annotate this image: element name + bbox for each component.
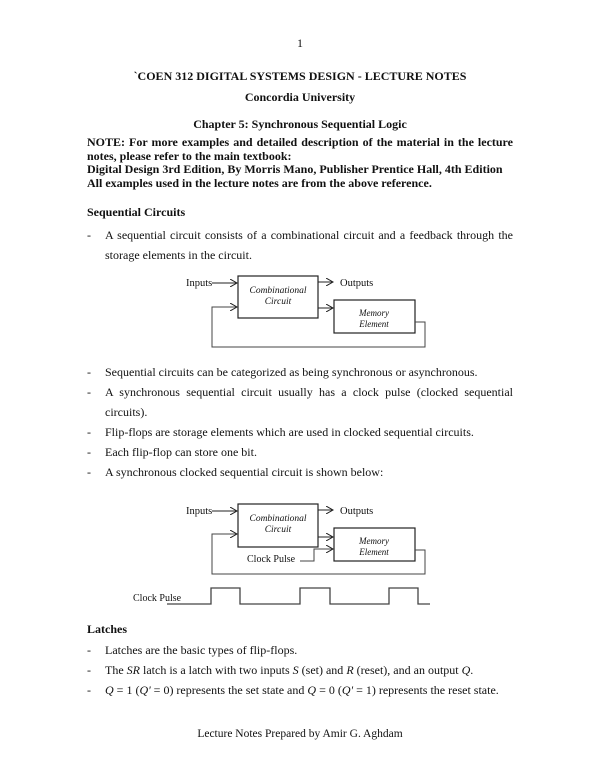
- university-name: Concordia University: [244, 90, 356, 104]
- textbook-note: NOTE: For more examples and detailed des…: [87, 135, 513, 190]
- diagram2-mem-label-1: Memory: [358, 536, 389, 546]
- bullet-clock-pulse: - A synchronous sequential circuit usual…: [87, 382, 513, 422]
- note-line-2: notes, please refer to the main textbook…: [87, 148, 292, 163]
- bullet-text-line-1: A synchronous sequential circuit usually…: [105, 385, 513, 399]
- diagram1-inputs-label: Inputs: [186, 278, 212, 289]
- bullet-dash: -: [87, 385, 91, 399]
- bullet-dash: -: [87, 465, 91, 479]
- diagram2-outputs-label: Outputs: [340, 506, 373, 517]
- diagram2-clock-pulse-label: Clock Pulse: [247, 554, 296, 565]
- bullet-dash: -: [87, 663, 91, 677]
- document-title: `COEN 312 DIGITAL SYSTEMS DESIGN - LECTU…: [133, 69, 467, 83]
- combinational-circuit-box: [237, 275, 319, 319]
- waveform-clock-pulse-label: Clock Pulse: [133, 593, 182, 604]
- bullet-dash: -: [87, 643, 91, 657]
- memory-element-box-2: [333, 527, 416, 562]
- bullet-text: Each flip-flop can store one bit.: [105, 445, 257, 459]
- bullet-dash: -: [87, 365, 91, 379]
- feedback-path: [211, 307, 426, 348]
- bullet-text: Latches are the basic types of flip-flop…: [105, 643, 298, 657]
- bullet-text-line-2: storage elements in the circuit.: [105, 248, 252, 262]
- bullet-dash: -: [87, 228, 91, 242]
- diagram2-comb-label-2: Circuit: [265, 525, 292, 535]
- combinational-circuit-box-2: [237, 503, 319, 548]
- clock-pulse-input-line: [300, 549, 333, 562]
- diagram2-comb-label-1: Combinational: [249, 514, 306, 524]
- memory-element-box: [333, 299, 416, 334]
- note-line-3: Digital Design 3rd Edition, By Morris Ma…: [87, 162, 503, 176]
- note-line-4: All examples used in the lecture notes a…: [87, 175, 432, 190]
- bullet-sr-latch: - The SR latch is a latch with two input…: [87, 660, 513, 680]
- bullet-one-bit: - Each flip-flop can store one bit.: [87, 442, 513, 462]
- diagram1-mem-label-2: Element: [358, 319, 389, 329]
- bullet-latches-basic: - Latches are the basic types of flip-fl…: [87, 640, 513, 660]
- bullet-sequential-intro: - A sequential circuit consists of a com…: [87, 225, 513, 265]
- section-heading-latches: Latches: [87, 622, 127, 636]
- bullet-set-reset-state: - Q = 1 (Q' = 0) represents the set stat…: [87, 680, 513, 700]
- bullet-text: The SR latch is a latch with two inputs …: [105, 663, 474, 677]
- bullet-sync-async: - Sequential circuits can be categorized…: [87, 362, 513, 382]
- bullet-text-line-1: A sequential circuit consists of a combi…: [105, 228, 513, 242]
- bullet-shown-below: - A synchronous clocked sequential circu…: [87, 462, 513, 482]
- bullet-dash: -: [87, 683, 91, 697]
- diagram-2: [211, 503, 426, 575]
- diagram-1: [211, 275, 426, 348]
- bullet-dash: -: [87, 425, 91, 439]
- page-number: 1: [297, 36, 303, 50]
- diagram2-mem-label-2: Element: [358, 547, 389, 557]
- bullet-text-line-2: circuits).: [105, 405, 148, 419]
- bullet-dash: -: [87, 445, 91, 459]
- clock-waveform: [167, 587, 430, 605]
- diagram1-comb-label-1: Combinational: [249, 286, 306, 296]
- bullet-text: Flip-flops are storage elements which ar…: [105, 425, 474, 439]
- diagram2-inputs-label: Inputs: [186, 506, 212, 517]
- bullet-text: Q = 1 (Q' = 0) represents the set state …: [105, 683, 499, 697]
- diagram1-mem-label-1: Memory: [358, 308, 389, 318]
- chapter-title: Chapter 5: Synchronous Sequential Logic: [193, 117, 407, 131]
- bullet-flip-flops: - Flip-flops are storage elements which …: [87, 422, 513, 442]
- bullet-text: Sequential circuits can be categorized a…: [105, 365, 478, 379]
- diagram1-comb-label-2: Circuit: [265, 297, 292, 307]
- page-footer: Lecture Notes Prepared by Amir G. Aghdam: [197, 728, 403, 740]
- note-line-1: NOTE: For more examples and detailed des…: [87, 135, 513, 149]
- bullet-text: A synchronous clocked sequential circuit…: [105, 465, 384, 479]
- section-heading-sequential-circuits: Sequential Circuits: [87, 205, 186, 219]
- diagram1-outputs-label: Outputs: [340, 278, 373, 289]
